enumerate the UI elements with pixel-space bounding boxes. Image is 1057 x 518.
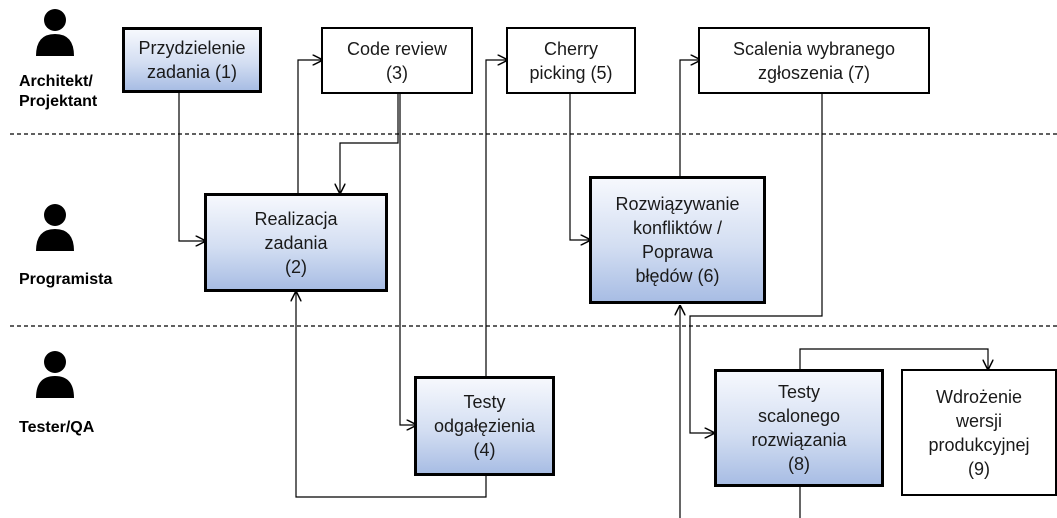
- user-icon: [36, 204, 74, 251]
- user-icon: [36, 9, 74, 56]
- connector-3-2: [340, 93, 399, 193]
- step-2-box: Realizacja zadania (2): [204, 193, 388, 292]
- connector-8-9: [799, 348, 988, 370]
- connector-2-3: [297, 60, 322, 193]
- step-9-box: Wdrożenie wersji produkcyjnej (9): [901, 369, 1057, 496]
- step-4-box: Testy odgałęzienia (4): [414, 376, 555, 476]
- step-3-box: Code review (3): [321, 27, 473, 94]
- connector-7-8: [689, 93, 823, 433]
- connector-4-5: [485, 60, 507, 376]
- lane-label-tester: Tester/QA: [19, 419, 95, 436]
- step-8-box: Testy scalonego rozwiązania (8): [714, 369, 884, 487]
- connector-1-2: [178, 91, 205, 241]
- lane-label-architect: Architekt/ Projektant: [19, 73, 98, 110]
- connector-5-6: [569, 93, 590, 240]
- step-7-box: Scalenia wybranego zgłoszenia (7): [698, 27, 930, 94]
- lane-label-programmer: Programista: [19, 271, 113, 288]
- connector-6-7: [679, 60, 700, 176]
- user-icon: [36, 351, 74, 398]
- step-1-box: Przydzielenie zadania (1): [122, 27, 262, 93]
- step-6-box: Rozwiązywanie konfliktów / Poprawa błędó…: [589, 176, 766, 304]
- connector-3-4: [399, 93, 416, 425]
- connector-4-2: [296, 292, 487, 498]
- step-5-box: Cherry picking (5): [506, 27, 636, 94]
